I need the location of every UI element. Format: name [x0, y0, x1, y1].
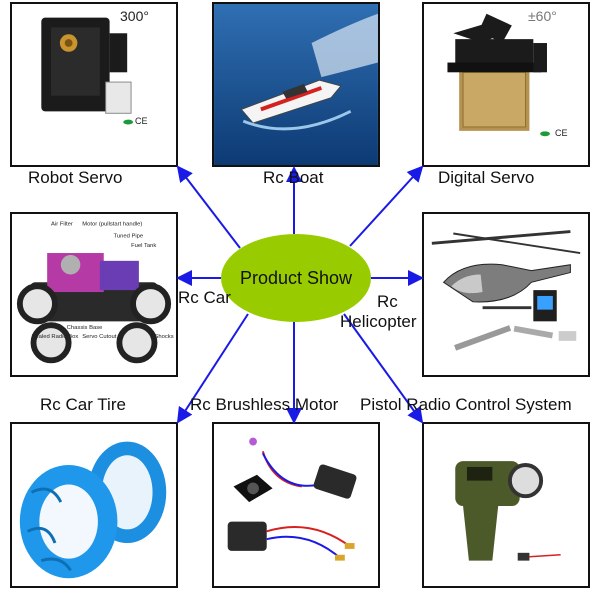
label-rc-helicopter-line2: Helicopter: [340, 312, 417, 331]
pistol-radio-control-image: [422, 422, 590, 588]
label-rc-boat: Rc Boat: [263, 168, 324, 187]
part-label: Tuned Pipe: [114, 233, 144, 239]
label-digital-servo: Digital Servo: [438, 168, 535, 187]
part-label: Servo Cutout: [82, 334, 116, 340]
rc-car-image: Air Filter Motor (pullstart handle) Tune…: [10, 212, 178, 377]
label-rc-helicopter-line1: Rc: [377, 292, 398, 311]
digital-servo-image: [422, 2, 590, 167]
angle-badge: ±60°: [528, 8, 557, 24]
rotation-badge: 300°: [120, 8, 149, 24]
rc-boat-image: [212, 2, 380, 167]
product-show-center: Product Show: [221, 234, 371, 322]
label-pistol-radio-control: Pistol Radio Control System: [360, 395, 572, 414]
arrow-robot-servo: [176, 165, 241, 249]
ce-mark: CE: [555, 128, 568, 138]
part-label: Fuel Tank: [131, 243, 156, 249]
arrow-digital-servo: [349, 165, 424, 247]
part-label: Chassis Base: [67, 325, 103, 331]
center-label: Product Show: [239, 267, 353, 288]
label-robot-servo: Robot Servo: [28, 168, 123, 187]
label-rc-brushless-motor: Rc Brushless Motor: [190, 395, 339, 414]
part-label: Motor (pullstart handle): [82, 222, 142, 228]
part-label: Sealed Radio Box: [32, 334, 79, 340]
rc-brushless-motor-image: [212, 422, 380, 588]
part-label: Air Filter: [51, 222, 73, 228]
rc-car-tire-image: [10, 422, 178, 588]
label-rc-car-tire: Rc Car Tire: [40, 395, 126, 414]
part-label: Shocks: [154, 334, 173, 340]
ce-mark: CE: [135, 116, 148, 126]
robot-servo-image: [10, 2, 178, 167]
rc-helicopter-image: [422, 212, 590, 377]
label-rc-car: Rc Car: [178, 288, 231, 307]
